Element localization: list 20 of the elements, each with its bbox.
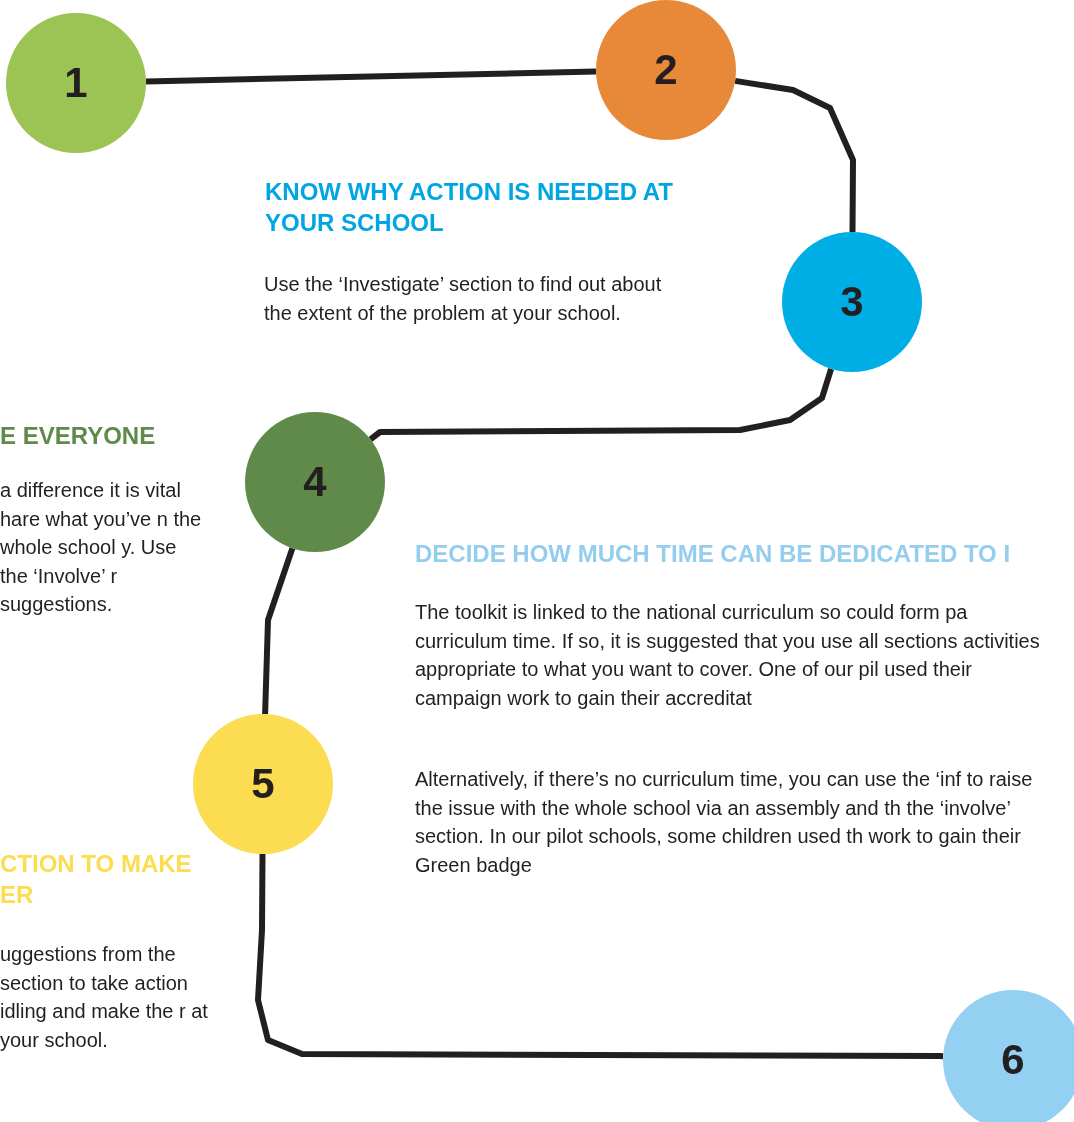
step-number: 1	[64, 59, 88, 107]
step-number: 3	[840, 278, 864, 326]
section-text: uggestions from the section to take action idling and make the r at your school.	[0, 942, 209, 1053]
connector-line	[145, 68, 597, 85]
section-text: Alternatively, if there’s no curriculum time, you can use the ‘inf to raise the issue with the whole school via an assembly and th the ‘involve’ section. In our pilot schools, some children used th work to gain their Green badge	[415, 767, 1034, 878]
section-text: a difference it is vital hare what you’ve n the whole school y. Use the ‘Involve’ r suggestions.	[0, 478, 203, 617]
step-number: 2	[654, 46, 678, 94]
section-text: Use the ‘Investigate’ section to find out about the extent of the problem at your school.	[264, 272, 663, 326]
section-heading: KNOW WHY ACTION IS NEEDED AT YOUR SCHOOL	[265, 177, 674, 238]
step-number: 5	[251, 760, 275, 808]
step-number: 4	[303, 458, 327, 506]
section-heading: CTION TO MAKE ER	[0, 849, 193, 910]
step-number: 6	[1001, 1036, 1025, 1084]
connector-line	[734, 77, 856, 233]
section-heading: DECIDE HOW MUCH TIME CAN BE DEDICATED TO I	[415, 539, 1012, 569]
section-text: The toolkit is linked to the national curriculum so could form pa curriculum time. If so, it is suggested that you use all sections activities appropriate to what you want to cover. One of our pil used their campaign work to gain their accreditat	[415, 600, 1040, 711]
connector-line	[262, 547, 296, 715]
connector-line	[255, 854, 944, 1060]
section-heading: E EVERYONE	[0, 421, 157, 451]
connector-line	[368, 367, 834, 442]
